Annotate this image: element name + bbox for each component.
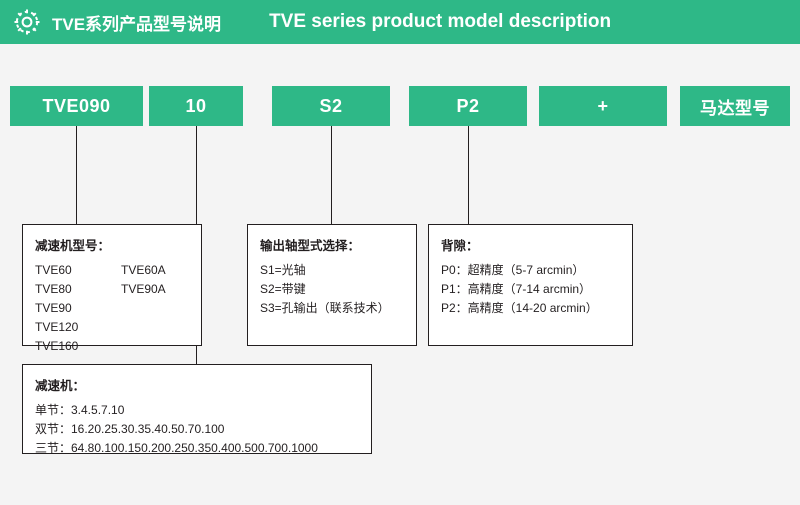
box-backlash-title: 背隙： [441,239,479,253]
chip-motor-model[interactable]: 马达型号 [680,86,790,126]
box-output-shaft: 输出轴型式选择： S1=光轴 S2=带键 S3=孔输出（联系技术） [247,224,417,346]
box-reducer-ratio-title: 减速机： [35,379,86,393]
output-shaft-line: S3=孔输出（联系技术） [260,301,390,315]
gear-icon [12,7,42,37]
gearbox-model-row: TVE120 [35,318,189,337]
box-gearbox-model-title: 减速机型号： [35,239,111,253]
output-shaft-line: S1=光轴 [260,263,306,277]
box-reducer-ratio: 减速机： 单节：3.4.5.7.10 双节：16.20.25.30.35.40.… [22,364,372,455]
gearbox-model-cell: TVE60 [35,263,72,277]
chip-ratio[interactable]: 10 [149,86,243,126]
backlash-line: P0：超精度（5-7 arcmin） [441,263,585,277]
reducer-ratio-line: 双节：16.20.25.30.35.40.50.70.100 [35,422,225,436]
connector-backlash [468,126,469,224]
box-output-shaft-title: 输出轴型式选择： [260,239,361,253]
chip-shaft[interactable]: S2 [272,86,390,126]
gearbox-model-row: TVE60 TVE60A [35,261,189,280]
gearbox-model-cell: TVE90A [121,282,166,296]
chip-series[interactable]: TVE090 [10,86,143,126]
header-bar: TVE系列产品型号说明 TVE series product model des… [0,0,800,44]
gearbox-model-row: TVE90 [35,299,189,318]
reducer-ratio-line: 三节：64.80.100.150.200.250.350.400.500.700… [35,441,318,455]
backlash-line: P1：高精度（7-14 arcmin） [441,282,592,296]
connector-shaft [331,126,332,224]
gearbox-model-cell: TVE60A [121,263,166,277]
header-title-en: TVE series product model description [269,11,612,32]
gearbox-model-cell: TVE160 [35,339,79,353]
output-shaft-line: S2=带键 [260,282,306,296]
chip-backlash[interactable]: P2 [409,86,527,126]
box-backlash: 背隙： P0：超精度（5-7 arcmin） P1：高精度（7-14 arcmi… [428,224,633,346]
chip-plus[interactable]: + [539,86,667,126]
gearbox-model-cell: TVE120 [35,320,79,334]
gearbox-model-row: TVE80 TVE90A [35,280,189,299]
backlash-line: P2：高精度（14-20 arcmin） [441,301,598,315]
gearbox-model-cell: TVE80 [35,282,72,296]
gearbox-model-cell: TVE90 [35,301,72,315]
reducer-ratio-line: 单节：3.4.5.7.10 [35,403,125,417]
gearbox-model-row: TVE160 [35,337,189,356]
box-gearbox-model: 减速机型号： TVE60 TVE60A TVE80 TVE90A TVE90 TVE… [22,224,202,353]
header-title-cn: TVE系列产品型号说明 [52,14,222,34]
connector-series [76,126,77,224]
